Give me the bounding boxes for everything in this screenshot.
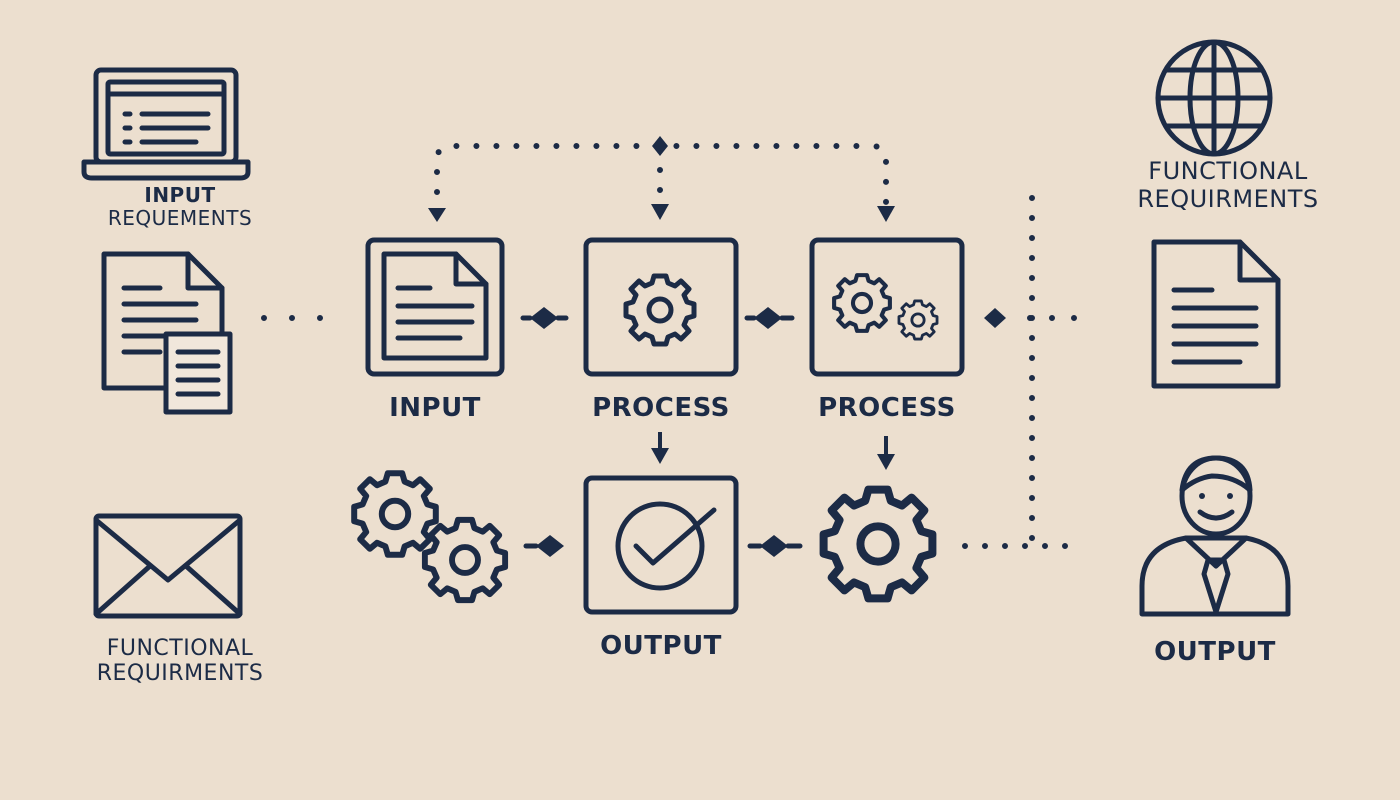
label-process-1: PROCESS: [592, 393, 730, 423]
diamond-connectors: [520, 307, 1006, 557]
feedback-loop-line: [434, 143, 889, 215]
arrow-down-process1: [651, 204, 669, 220]
label-input-requirements-line2: REQUEMENTS: [107, 206, 253, 230]
gear-icon: [626, 276, 694, 344]
document-icon: [381, 251, 489, 361]
document-right-icon: [1151, 239, 1281, 389]
diamond-output-gear: [760, 535, 788, 557]
arrow-line-process2-gear: [884, 436, 888, 456]
label-functional-right: FUNCTIONAL REQUIRMENTS: [1108, 157, 1348, 213]
arrow-down-output: [651, 448, 669, 464]
label-output-center: OUTPUT: [600, 631, 722, 661]
documents-icon: [101, 251, 233, 415]
diamond-gears-output: [536, 535, 564, 557]
arrow-down-gear: [877, 454, 895, 470]
connectors: [261, 143, 1098, 549]
arrow-line-process1-output: [658, 432, 662, 452]
input-box: [365, 237, 505, 377]
label-output-right: OUTPUT: [1154, 637, 1276, 667]
diamond-process2-right: [984, 308, 1006, 328]
globe-icon: [1155, 39, 1273, 157]
checkmark-icon: [615, 501, 717, 591]
label-input: INPUT: [389, 393, 481, 423]
diamond-input-process1: [530, 307, 558, 329]
output-box: [583, 475, 739, 615]
label-input-requirements-line1: INPUT: [144, 183, 216, 207]
label-process-2: PROCESS: [818, 393, 956, 423]
label-functional-right-line2: REQUIRMENTS: [1137, 184, 1319, 213]
label-functional-left-line2: REQUIRMENTS: [96, 661, 264, 687]
label-functional-left: FUNCTIONAL REQUIRMENTS: [60, 636, 300, 687]
label-functional-right-line1: FUNCTIONAL: [1148, 157, 1308, 185]
label-input-requirements: INPUT REQUEMENTS: [70, 184, 290, 230]
person-icon: [1139, 455, 1291, 617]
double-gear-icon: [354, 473, 505, 600]
large-gear-icon: [824, 490, 933, 599]
label-functional-left-line1: FUNCTIONAL: [106, 636, 254, 661]
diamond-process1-process2: [754, 307, 782, 329]
gears-icon: [834, 275, 939, 341]
diamond-top-center: [652, 136, 668, 156]
laptop-icon: [81, 67, 251, 181]
envelope-icon: [93, 513, 243, 619]
arrow-down-process2: [877, 206, 895, 222]
arrowheads: [428, 136, 895, 470]
process-box-1: [583, 237, 739, 377]
process-box-2: [809, 237, 965, 377]
arrow-down-input: [428, 208, 446, 222]
